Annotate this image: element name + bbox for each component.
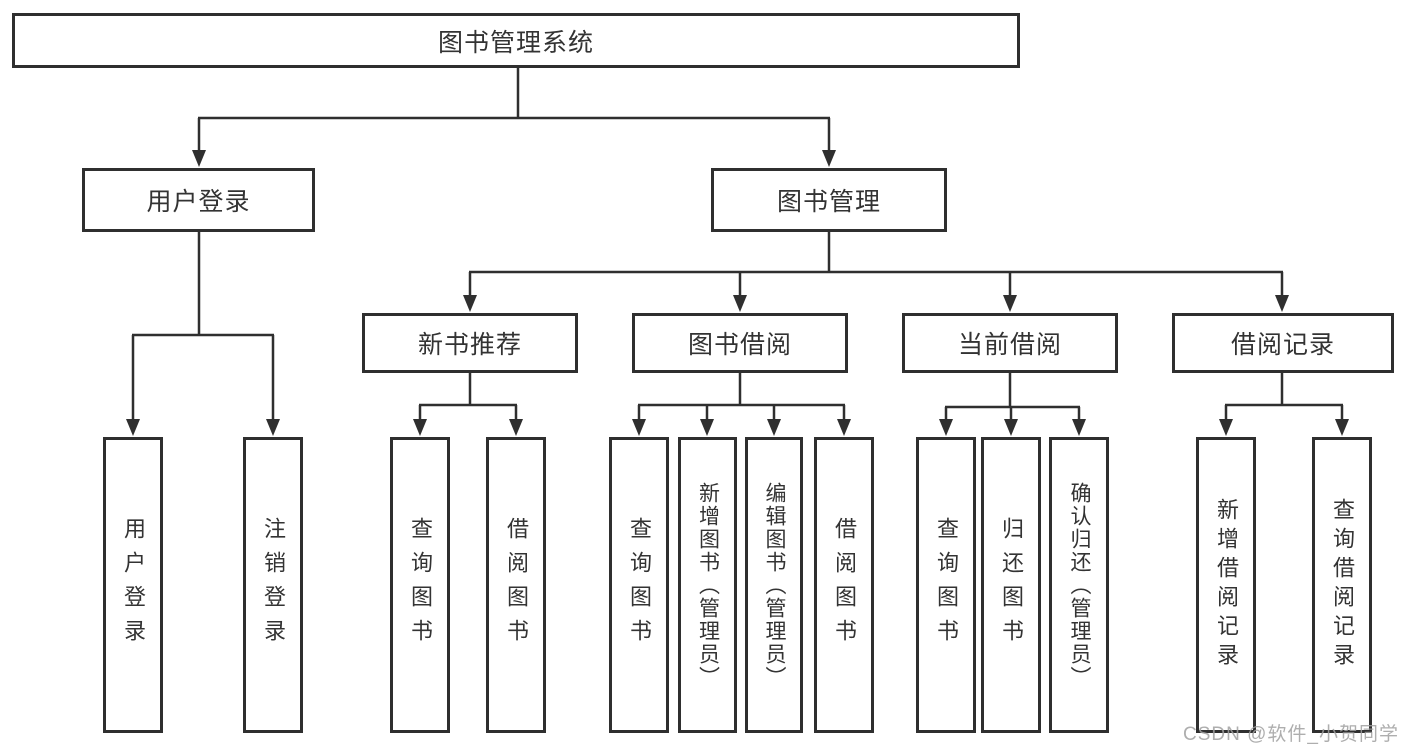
arrowhead: [413, 419, 427, 436]
leaf-borrow-book-2: 借阅图书: [814, 437, 874, 733]
arrowhead: [700, 419, 714, 436]
leaf-label: 注销登录: [261, 517, 286, 653]
node-borrow-record: 借阅记录: [1172, 313, 1394, 373]
node-current-borrow: 当前借阅: [902, 313, 1118, 373]
arrowhead: [192, 150, 206, 167]
connector-borrowrecord-to-leaves: [1219, 373, 1349, 436]
arrowhead: [837, 419, 851, 436]
node-label: 用户登录: [146, 188, 251, 216]
arrowhead: [733, 295, 747, 312]
leaf-edit-book-admin: 编辑图书（管理员）: [745, 437, 803, 733]
connector-root-to-level2: [192, 68, 836, 167]
node-user-login: 用户登录: [82, 168, 315, 232]
arrowhead: [463, 295, 477, 312]
leaf-logout: 注销登录: [243, 437, 303, 733]
leaf-label: 查询图书: [934, 517, 959, 653]
node-label: 图书借阅: [687, 331, 792, 359]
node-new-book-recommend: 新书推荐: [362, 313, 578, 373]
arrowhead: [767, 419, 781, 436]
leaf-label: 借阅图书: [504, 517, 529, 653]
leaf-label: 查询图书: [627, 517, 652, 653]
leaf-label: 编辑图书（管理员）: [763, 481, 786, 689]
leaf-label: 借阅图书: [832, 517, 857, 653]
arrowhead: [1072, 419, 1086, 436]
arrowhead: [509, 419, 523, 436]
arrowhead: [1003, 295, 1017, 312]
leaf-query-book-1: 查询图书: [390, 437, 450, 733]
leaf-add-borrow-record: 新增借阅记录: [1196, 437, 1256, 733]
csdn-watermark: CSDN @软件_小贺同学: [1183, 724, 1399, 745]
leaf-label: 新增借阅记录: [1214, 498, 1239, 672]
connector-userlogin-to-leaves: [126, 232, 280, 436]
connector-bookmgmt-to-level3: [463, 232, 1289, 312]
arrowhead: [1335, 419, 1349, 436]
node-book-management: 图书管理: [711, 168, 947, 232]
leaf-query-book-2: 查询图书: [609, 437, 669, 733]
leaf-user-login: 用户登录: [103, 437, 163, 733]
node-label: 借阅记录: [1230, 331, 1335, 359]
leaf-label: 归还图书: [999, 517, 1024, 653]
leaf-add-book-admin: 新增图书（管理员）: [678, 437, 737, 733]
leaf-confirm-return-admin: 确认归还（管理员）: [1049, 437, 1109, 733]
leaf-label: 用户登录: [121, 517, 146, 653]
leaf-label: 确认归还（管理员）: [1068, 481, 1091, 689]
arrowhead: [1275, 295, 1289, 312]
arrowhead: [822, 150, 836, 167]
arrowhead: [632, 419, 646, 436]
leaf-return-book: 归还图书: [981, 437, 1041, 733]
node-label: 当前借阅: [957, 331, 1062, 359]
connector-currentborrow-to-leaves: [939, 373, 1086, 436]
connector-bookborrow-to-leaves: [632, 373, 851, 436]
node-label: 新书推荐: [417, 331, 522, 359]
arrowhead: [266, 419, 280, 436]
connector-newbook-to-leaves: [413, 373, 523, 436]
arrowhead: [126, 419, 140, 436]
leaf-query-book-3: 查询图书: [916, 437, 976, 733]
leaf-label: 查询借阅记录: [1330, 498, 1355, 672]
arrowhead: [939, 419, 953, 436]
leaf-label: 查询图书: [408, 517, 433, 653]
leaf-borrow-book-1: 借阅图书: [486, 437, 546, 733]
arrowhead: [1004, 419, 1018, 436]
arrowhead: [1219, 419, 1233, 436]
leaf-query-borrow-record: 查询借阅记录: [1312, 437, 1372, 733]
node-label: 图书管理系统: [437, 28, 594, 57]
node-book-borrow: 图书借阅: [632, 313, 848, 373]
node-root-library-system: 图书管理系统: [12, 13, 1020, 68]
leaf-label: 新增图书（管理员）: [696, 481, 720, 689]
node-label: 图书管理: [776, 188, 881, 216]
